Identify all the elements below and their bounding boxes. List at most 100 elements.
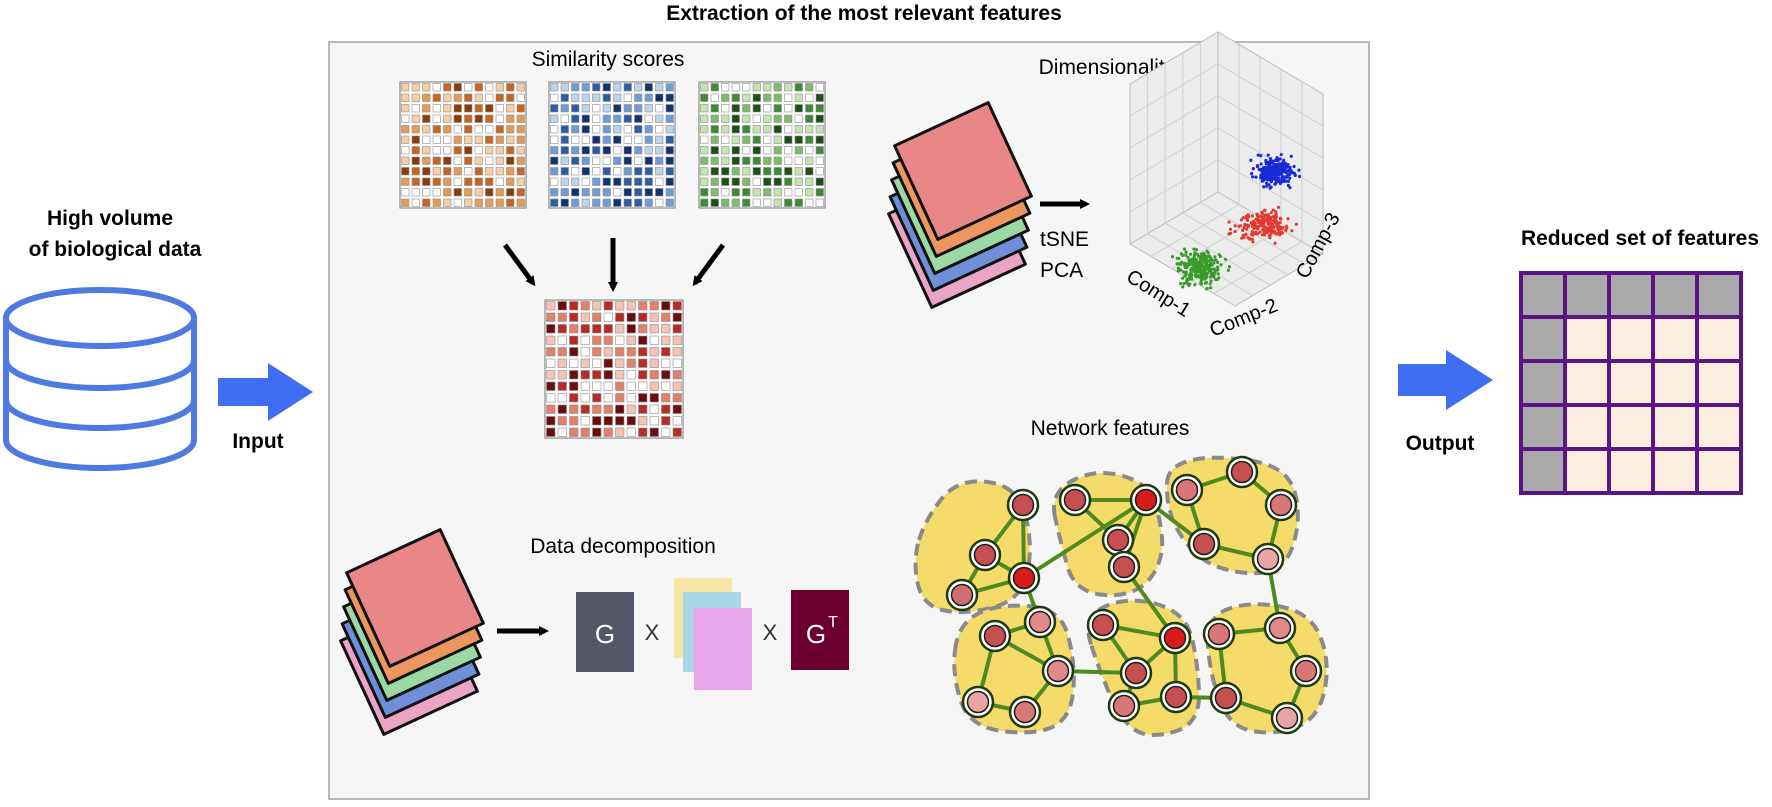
heatmap-cell bbox=[752, 188, 761, 197]
heatmap-cell bbox=[506, 198, 515, 207]
heatmap-cell bbox=[623, 135, 632, 144]
heatmap-cell bbox=[464, 114, 473, 123]
heatmap-cell bbox=[815, 83, 824, 92]
heatmap-cell bbox=[805, 114, 814, 123]
heatmap-cell bbox=[752, 146, 761, 155]
core-sheet-pink bbox=[694, 608, 752, 690]
heatmap-cell bbox=[634, 93, 643, 102]
data-layer-stack-decomposition bbox=[339, 528, 485, 736]
heatmap-cell bbox=[495, 104, 504, 113]
heatmap-cell bbox=[661, 404, 671, 414]
heatmap-cell bbox=[649, 301, 659, 311]
heatmap-cell bbox=[592, 324, 602, 334]
heatmap-cell bbox=[661, 416, 671, 426]
heatmap-cell bbox=[443, 83, 452, 92]
feature-cell bbox=[1607, 403, 1655, 451]
multiply-sign-1: X bbox=[645, 620, 660, 645]
heatmap-cell bbox=[571, 198, 580, 207]
heatmap-cell bbox=[557, 393, 567, 403]
heatmap-cell bbox=[592, 135, 601, 144]
heatmap-cell bbox=[495, 135, 504, 144]
heatmap-cell bbox=[773, 177, 782, 186]
heatmap-cell bbox=[464, 83, 473, 92]
heatmap-cell bbox=[422, 167, 431, 176]
output-arrow bbox=[1398, 350, 1493, 410]
heatmap-cell bbox=[731, 104, 740, 113]
heatmap-cell bbox=[784, 188, 793, 197]
heatmap-cell bbox=[623, 125, 632, 134]
feature-cell bbox=[1563, 315, 1611, 363]
heatmap-cell bbox=[613, 93, 622, 102]
method-tsne: tSNE bbox=[1040, 228, 1089, 251]
network-edge bbox=[1022, 498, 1148, 580]
heatmap-cell bbox=[592, 301, 602, 311]
heatmap-cell bbox=[550, 135, 559, 144]
heatmap-cell bbox=[453, 135, 462, 144]
heatmap-cell bbox=[603, 312, 613, 322]
heatmap-cell bbox=[569, 370, 579, 380]
heatmap-cell bbox=[763, 167, 772, 176]
network-graph bbox=[913, 455, 1329, 737]
heatmap-cell bbox=[411, 135, 420, 144]
heatmap-cell bbox=[763, 198, 772, 207]
heatmap-cell bbox=[464, 125, 473, 134]
heatmap-cell bbox=[634, 177, 643, 186]
heatmap-cell bbox=[700, 125, 709, 134]
heatmap-cell bbox=[742, 93, 751, 102]
heatmap-cell bbox=[516, 114, 525, 123]
heatmap-cell bbox=[805, 146, 814, 155]
heatmap-cell bbox=[649, 404, 659, 414]
output-label: Output bbox=[1406, 432, 1475, 455]
feature-cell bbox=[1651, 447, 1699, 495]
heatmap-cell bbox=[495, 156, 504, 165]
heatmap-cell bbox=[794, 93, 803, 102]
heatmap-cell bbox=[401, 188, 410, 197]
heatmap-cell bbox=[571, 114, 580, 123]
heatmap-cell bbox=[581, 125, 590, 134]
output-heading: Reduced set of features bbox=[1521, 227, 1759, 250]
heatmap-cell bbox=[742, 104, 751, 113]
heatmap-cell bbox=[516, 167, 525, 176]
heatmap-cell bbox=[615, 347, 625, 357]
heatmap-cell bbox=[495, 167, 504, 176]
feature-cell bbox=[1695, 447, 1743, 495]
heatmap-cell bbox=[580, 324, 590, 334]
heatmap-cell bbox=[495, 188, 504, 197]
feature-cell bbox=[1607, 447, 1655, 495]
heatmap-cell bbox=[550, 125, 559, 134]
feature-cell bbox=[1607, 315, 1655, 363]
heatmap-cell bbox=[626, 393, 636, 403]
heatmap-cell bbox=[613, 188, 622, 197]
heatmap-cell bbox=[638, 347, 648, 357]
heatmap-cell bbox=[516, 93, 525, 102]
heatmap-cell bbox=[580, 427, 590, 437]
heatmap-cell bbox=[710, 104, 719, 113]
heatmap-cell bbox=[453, 114, 462, 123]
heatmap-cell bbox=[665, 114, 674, 123]
heatmap-cell bbox=[557, 404, 567, 414]
heatmap-cell bbox=[615, 393, 625, 403]
heatmap-cell bbox=[603, 370, 613, 380]
heatmap-cell bbox=[665, 93, 674, 102]
heatmap-cell bbox=[721, 83, 730, 92]
heatmap-cell bbox=[615, 301, 625, 311]
heatmap-cell bbox=[794, 104, 803, 113]
heatmap-cell bbox=[506, 114, 515, 123]
heatmap-cell bbox=[731, 83, 740, 92]
heatmap-cell bbox=[592, 104, 601, 113]
heatmap-cell bbox=[550, 198, 559, 207]
heatmap-cell bbox=[644, 177, 653, 186]
heatmap-cell bbox=[661, 312, 671, 322]
data-layer-stack-dimensionality bbox=[887, 101, 1033, 309]
heatmap-cell bbox=[731, 156, 740, 165]
heatmap-cell bbox=[422, 104, 431, 113]
heatmap-cell bbox=[474, 146, 483, 155]
heatmap-cell bbox=[710, 146, 719, 155]
heatmap-cell bbox=[649, 427, 659, 437]
heatmap-cell bbox=[626, 312, 636, 322]
heatmap-cell bbox=[557, 347, 567, 357]
heatmap-cell bbox=[571, 156, 580, 165]
heatmap-cell bbox=[742, 114, 751, 123]
heatmap-cell bbox=[571, 188, 580, 197]
heatmap-cell bbox=[557, 324, 567, 334]
